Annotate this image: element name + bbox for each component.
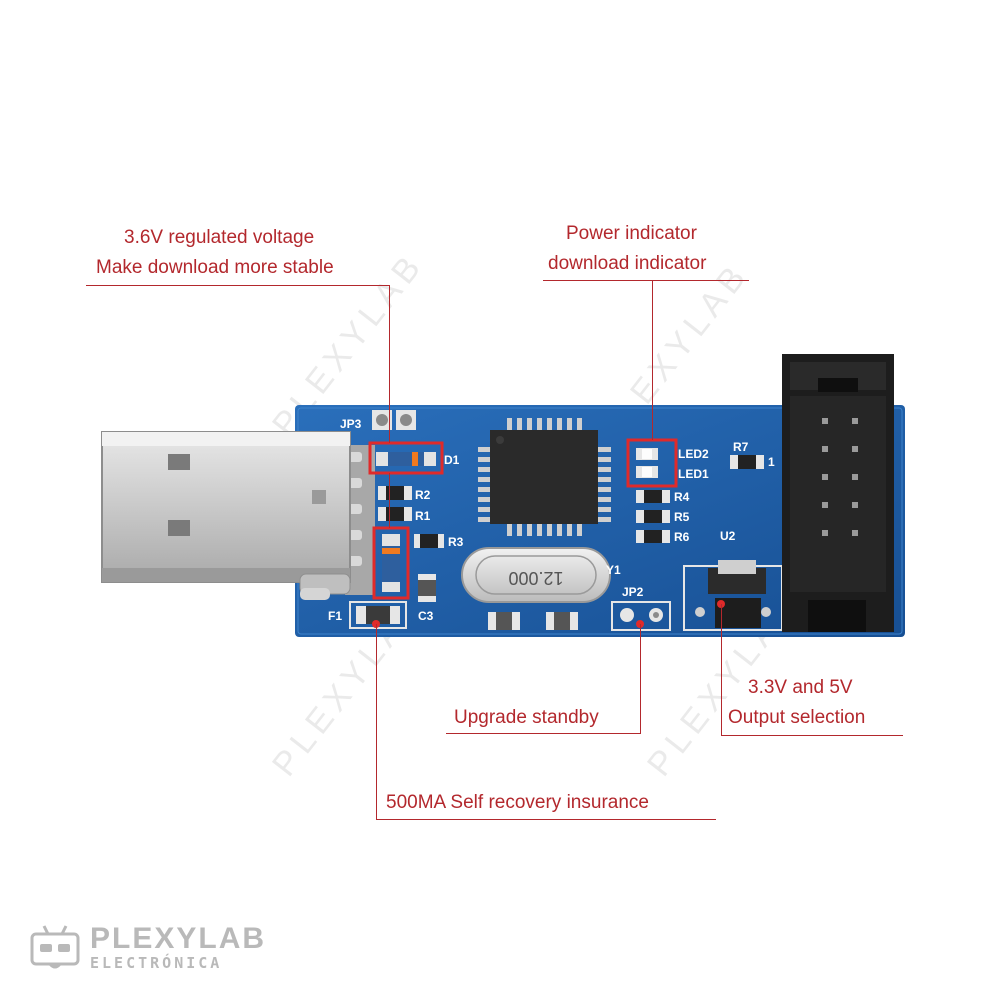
isp-10pin-header [782, 354, 894, 632]
robot-logo-icon [30, 925, 80, 969]
callout-line [543, 280, 749, 281]
callout-regulated-voltage-subtitle: Make download more stable [96, 257, 334, 278]
silk-r5: R5 [674, 510, 690, 524]
silk-u2: U2 [720, 529, 736, 543]
brand-subtitle: ELECTRÓNICA [90, 954, 223, 972]
callout-regulated-voltage-title: 3.6V regulated voltage [124, 227, 315, 248]
callout-output-selection: Output selection [728, 707, 866, 728]
resistors-r1-r2 [378, 486, 412, 521]
resistor-r7 [730, 455, 764, 469]
callout-download-indicator: download indicator [548, 253, 707, 274]
callout-line [721, 735, 903, 736]
silk-led2: LED2 [678, 447, 709, 461]
callout-upgrade-standby: Upgrade standby [454, 707, 599, 728]
silk-r4: R4 [674, 490, 690, 504]
usb-connector [101, 431, 375, 600]
crystal-frequency: 12.000 [508, 568, 563, 588]
jp3-header [372, 410, 416, 430]
diode-d1 [368, 441, 444, 475]
silk-f1: F1 [328, 609, 342, 623]
callout-voltage-options: 3.3V and 5V [748, 677, 853, 698]
callout-line [389, 473, 390, 528]
mcu-chip [478, 418, 611, 536]
silk-r7: R7 [733, 440, 749, 454]
callout-fuse: 500MA Self recovery insurance [386, 792, 649, 813]
callout-line [721, 604, 722, 735]
callout-line [389, 285, 390, 443]
silk-d1: D1 [444, 453, 460, 467]
callout-line [376, 819, 716, 820]
silk-pin1: 1 [768, 455, 775, 469]
silk-r3: R3 [448, 535, 464, 549]
silk-jp3: JP3 [340, 417, 362, 431]
silk-r2: R2 [415, 488, 431, 502]
callout-line [376, 624, 377, 819]
diode-d2 [372, 526, 410, 600]
silk-jp2: JP2 [622, 585, 644, 599]
silk-c3: C3 [418, 609, 434, 623]
capacitors-c1-c2 [488, 612, 578, 630]
silk-r1: R1 [415, 509, 431, 523]
silkscreen-labels: JP3 D1 R2 R1 R3 C3 F1 LED2 LED1 R4 R5 R6… [328, 417, 775, 623]
jp2-header [611, 601, 671, 631]
r3-c3 [414, 534, 444, 602]
callout-power-indicator: Power indicator [566, 223, 697, 244]
crystal-y1 [461, 547, 611, 603]
resistors-r4-r6 [636, 490, 670, 543]
callout-line [640, 624, 641, 733]
silk-led1: LED1 [678, 467, 709, 481]
silk-r6: R6 [674, 530, 690, 544]
callout-line [86, 285, 390, 286]
brand-name: PLEXYLAB [90, 922, 267, 955]
leds [626, 438, 678, 488]
fuse-f1 [349, 601, 407, 629]
callout-line [446, 733, 641, 734]
silk-y1: Y1 [606, 563, 621, 577]
callout-line [652, 280, 653, 440]
